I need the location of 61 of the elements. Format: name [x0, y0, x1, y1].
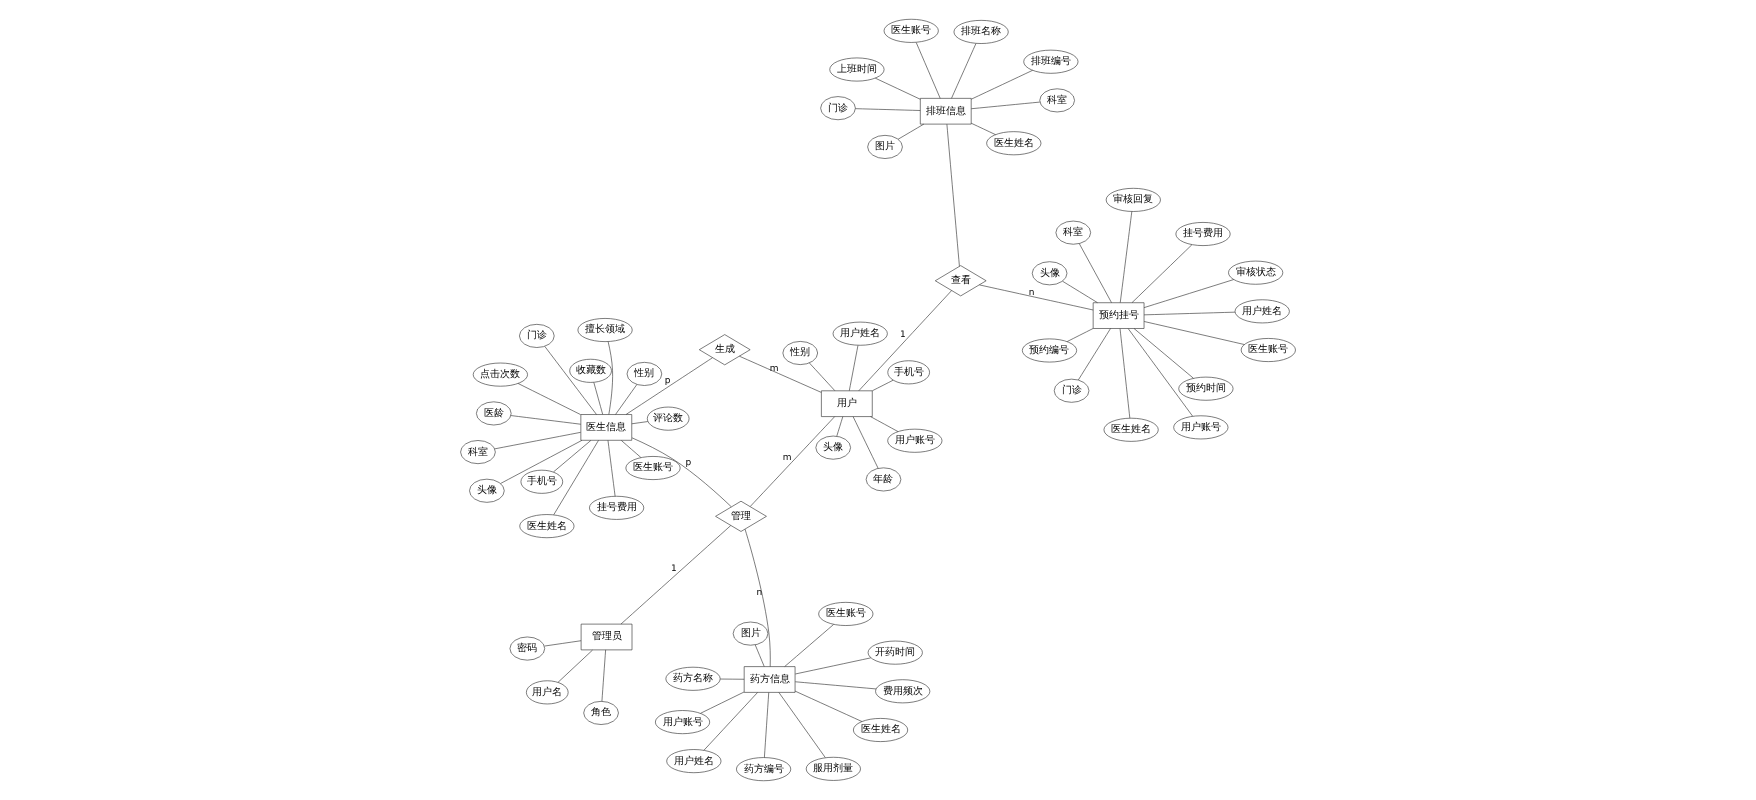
- connector: [1079, 243, 1112, 303]
- connector: [778, 692, 826, 758]
- connector: [1062, 280, 1098, 303]
- connector: [631, 437, 732, 508]
- connector: [615, 384, 638, 415]
- connector: [971, 101, 1041, 110]
- connector: [1127, 328, 1193, 417]
- connector: [544, 640, 582, 647]
- connector: [510, 415, 582, 425]
- connector: [970, 122, 996, 135]
- connector: [749, 416, 835, 507]
- connector: [631, 421, 649, 425]
- connector: [1119, 328, 1131, 419]
- connector: [744, 528, 771, 667]
- connector: [836, 416, 844, 437]
- connector: [794, 681, 877, 690]
- connector: [620, 525, 732, 625]
- connector: [557, 649, 593, 683]
- connector: [946, 123, 960, 267]
- connector: [849, 345, 859, 391]
- connector: [1133, 328, 1194, 379]
- connector: [870, 416, 899, 432]
- connector: [1143, 279, 1235, 308]
- connector: [794, 690, 863, 722]
- connector: [700, 691, 745, 714]
- connector: [1078, 328, 1111, 381]
- connector: [855, 108, 921, 111]
- connector: [1066, 328, 1094, 342]
- connector: [494, 432, 581, 450]
- connector: [719, 678, 745, 680]
- connector: [852, 416, 879, 469]
- connector: [739, 355, 822, 393]
- connector: [601, 649, 606, 702]
- connector: [607, 440, 616, 497]
- connector: [544, 346, 597, 415]
- connector: [915, 42, 941, 99]
- connector: [858, 290, 952, 392]
- connector: [979, 284, 1094, 311]
- connector: [784, 624, 834, 667]
- connector: [1143, 311, 1236, 316]
- connector: [951, 43, 977, 99]
- connector: [1131, 244, 1193, 303]
- connector: [897, 123, 925, 140]
- connector: [553, 440, 599, 516]
- connector: [809, 362, 836, 391]
- connector: [500, 440, 583, 484]
- connector: [872, 379, 894, 392]
- connector: [970, 70, 1033, 100]
- connector: [795, 657, 872, 675]
- connector: [1119, 211, 1133, 303]
- connector: [553, 440, 592, 473]
- connector: [875, 77, 921, 100]
- connector: [621, 440, 642, 458]
- connector: [703, 692, 758, 751]
- connector: [625, 357, 713, 415]
- connector: [764, 692, 770, 758]
- connector: [517, 383, 581, 415]
- connector: [593, 382, 603, 415]
- connector: [754, 644, 765, 667]
- connector: [607, 341, 613, 415]
- connector: [1143, 321, 1245, 345]
